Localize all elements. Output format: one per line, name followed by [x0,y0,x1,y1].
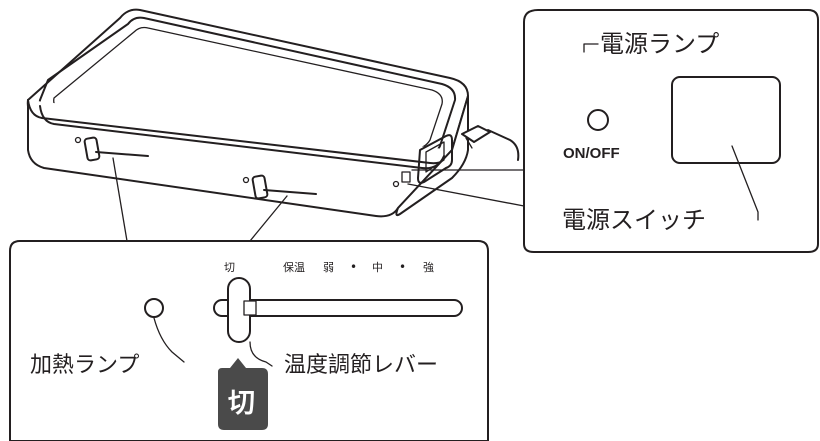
scale-separator-2: • [399,260,406,274]
scale-mid: 中 [372,261,383,274]
on-off-label: ON/OFF [563,145,620,162]
power-lamp-label: 電源ランプ [600,30,719,58]
lever-callout-panel [9,240,489,441]
power-lamp-icon [587,109,609,131]
lever-stem [243,300,257,316]
callout-line-left [112,157,128,242]
heating-lamp-label: 加熱ランプ [30,353,139,378]
off-badge [218,358,268,430]
scale-off: 切 [224,261,235,274]
off-badge-label: 切 [228,388,255,419]
scale-separator-1: • [350,260,357,274]
hot-plate-body [26,8,520,218]
scale-keep-warm: 保温 [283,260,305,274]
callout-line-lower [407,183,525,207]
lever-slot [213,299,463,317]
power-switch-label: 電源スイッチ [562,206,706,234]
power-callout-panel [523,9,819,253]
callout-line-right [249,195,288,242]
scale-high: 強 [423,261,434,274]
heating-lamp-icon [144,298,164,318]
scale-low: 弱 [323,261,334,274]
power-switch-icon[interactable] [671,76,781,164]
temperature-lever-label: 温度調節レバー [284,353,438,378]
